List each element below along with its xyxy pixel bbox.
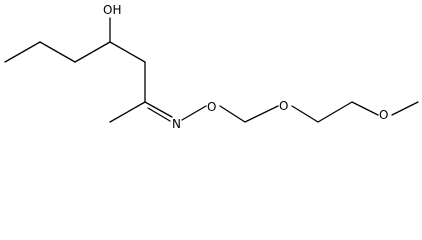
bond-c2-c1-methyl [109, 101, 146, 123]
bond-c6-c5 [39, 41, 76, 63]
bond-ch2a-ch2b [317, 101, 353, 123]
bond-ch2b-o [351, 101, 379, 116]
bond-o-ch2a [291, 105, 319, 123]
bond-c4-c3 [109, 41, 146, 63]
atom-label-hydroxyl: OH [103, 3, 121, 17]
bond-o-methyl [391, 101, 419, 116]
atom-label-ether-oxygen-1: O [279, 99, 288, 113]
bond-o-ch2 [219, 105, 246, 123]
bond-c2-n-double-outer [144, 101, 173, 118]
bond-c7-c6 [4, 41, 41, 63]
bond-c5-c4 [74, 41, 111, 63]
molecule-structure: OH N O O O [4, 3, 419, 131]
atom-label-ether-oxygen-2: O [379, 108, 388, 122]
bond-ch2-o [244, 105, 279, 123]
bond-c2-n-double-inner [147, 107, 171, 122]
atom-label-oxime-oxygen: O [207, 100, 216, 114]
atom-label-imine-nitrogen: N [172, 117, 181, 131]
bond-n-o [181, 105, 207, 121]
